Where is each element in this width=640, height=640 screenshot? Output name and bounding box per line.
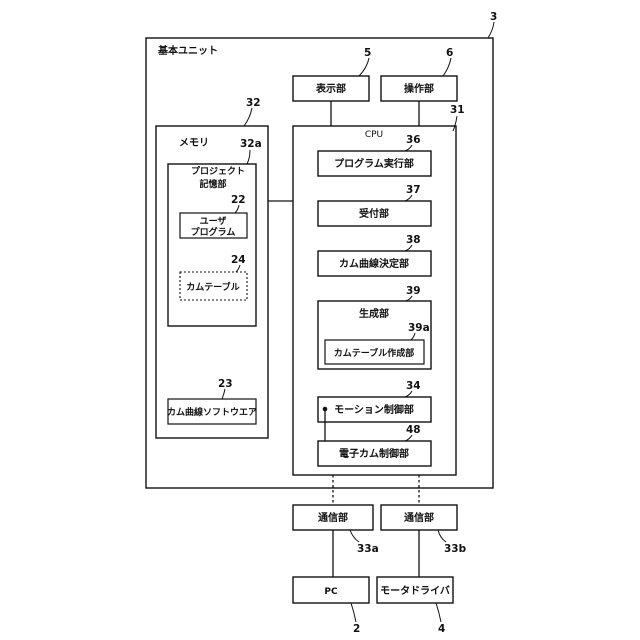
display-label: 表示部 — [315, 82, 346, 95]
basic-unit-label: 基本ユニット — [157, 44, 218, 57]
comm-a-leader — [350, 530, 359, 542]
motion-control-ref: 34 — [406, 380, 421, 392]
display-ref: 5 — [364, 47, 371, 59]
cam-table-creation-label: カムテーブル作成部 — [334, 347, 414, 359]
memory-ref: 32 — [246, 97, 261, 109]
project-storage-label-2: 記憶部 — [199, 178, 226, 190]
user-program-label-2: プログラム — [191, 226, 236, 238]
memory-label: メモリ — [179, 137, 209, 149]
project-storage-ref: 32a — [240, 138, 262, 150]
reception-label: 受付部 — [359, 207, 389, 220]
operation-label: 操作部 — [404, 82, 434, 95]
cam-table-label: カムテーブル — [186, 281, 239, 293]
cpu-ref: 31 — [450, 104, 465, 116]
electronic-cam-control-label: 電子カム制御部 — [339, 447, 409, 460]
project-storage-label-1: プロジェクト — [191, 165, 245, 177]
comm-b-leader — [438, 530, 446, 542]
cam-curve-software-ref: 23 — [218, 378, 233, 390]
basic-unit-ref: 3 — [490, 11, 497, 23]
motor-driver-ref: 4 — [438, 623, 445, 635]
motor-driver-label: モータドライバ — [380, 585, 450, 597]
program-execution-ref: 36 — [406, 134, 421, 146]
generation-label: 生成部 — [359, 307, 389, 320]
motion-control-label: モーション制御部 — [334, 403, 414, 416]
pc-leader — [351, 603, 356, 622]
cam-curve-determination-label: カム曲線決定部 — [339, 257, 409, 270]
comm-b-ref: 33b — [444, 543, 467, 555]
generation-ref: 39 — [406, 285, 421, 297]
cam-table-creation-ref: 39a — [408, 322, 430, 334]
user-program-ref: 22 — [231, 194, 246, 206]
basic-unit-leader — [488, 22, 494, 38]
motor-driver-leader — [436, 603, 441, 622]
comm-b-label: 通信部 — [404, 511, 434, 524]
electronic-cam-control-ref: 48 — [406, 424, 421, 436]
pc-ref: 2 — [353, 623, 360, 635]
cpu-label: CPU — [365, 130, 383, 140]
pc-label: PC — [324, 587, 338, 597]
user-program-label-1: ユーザ — [200, 216, 227, 227]
cam-curve-software-label: カム曲線ソフトウエア — [167, 406, 257, 418]
comm-a-label: 通信部 — [318, 511, 348, 524]
operation-ref: 6 — [446, 47, 453, 59]
reception-ref: 37 — [406, 184, 421, 196]
cam-curve-determination-ref: 38 — [406, 234, 421, 246]
program-execution-label: プログラム実行部 — [334, 157, 414, 170]
cam-table-ref: 24 — [231, 254, 246, 266]
comm-a-ref: 33a — [357, 543, 379, 555]
